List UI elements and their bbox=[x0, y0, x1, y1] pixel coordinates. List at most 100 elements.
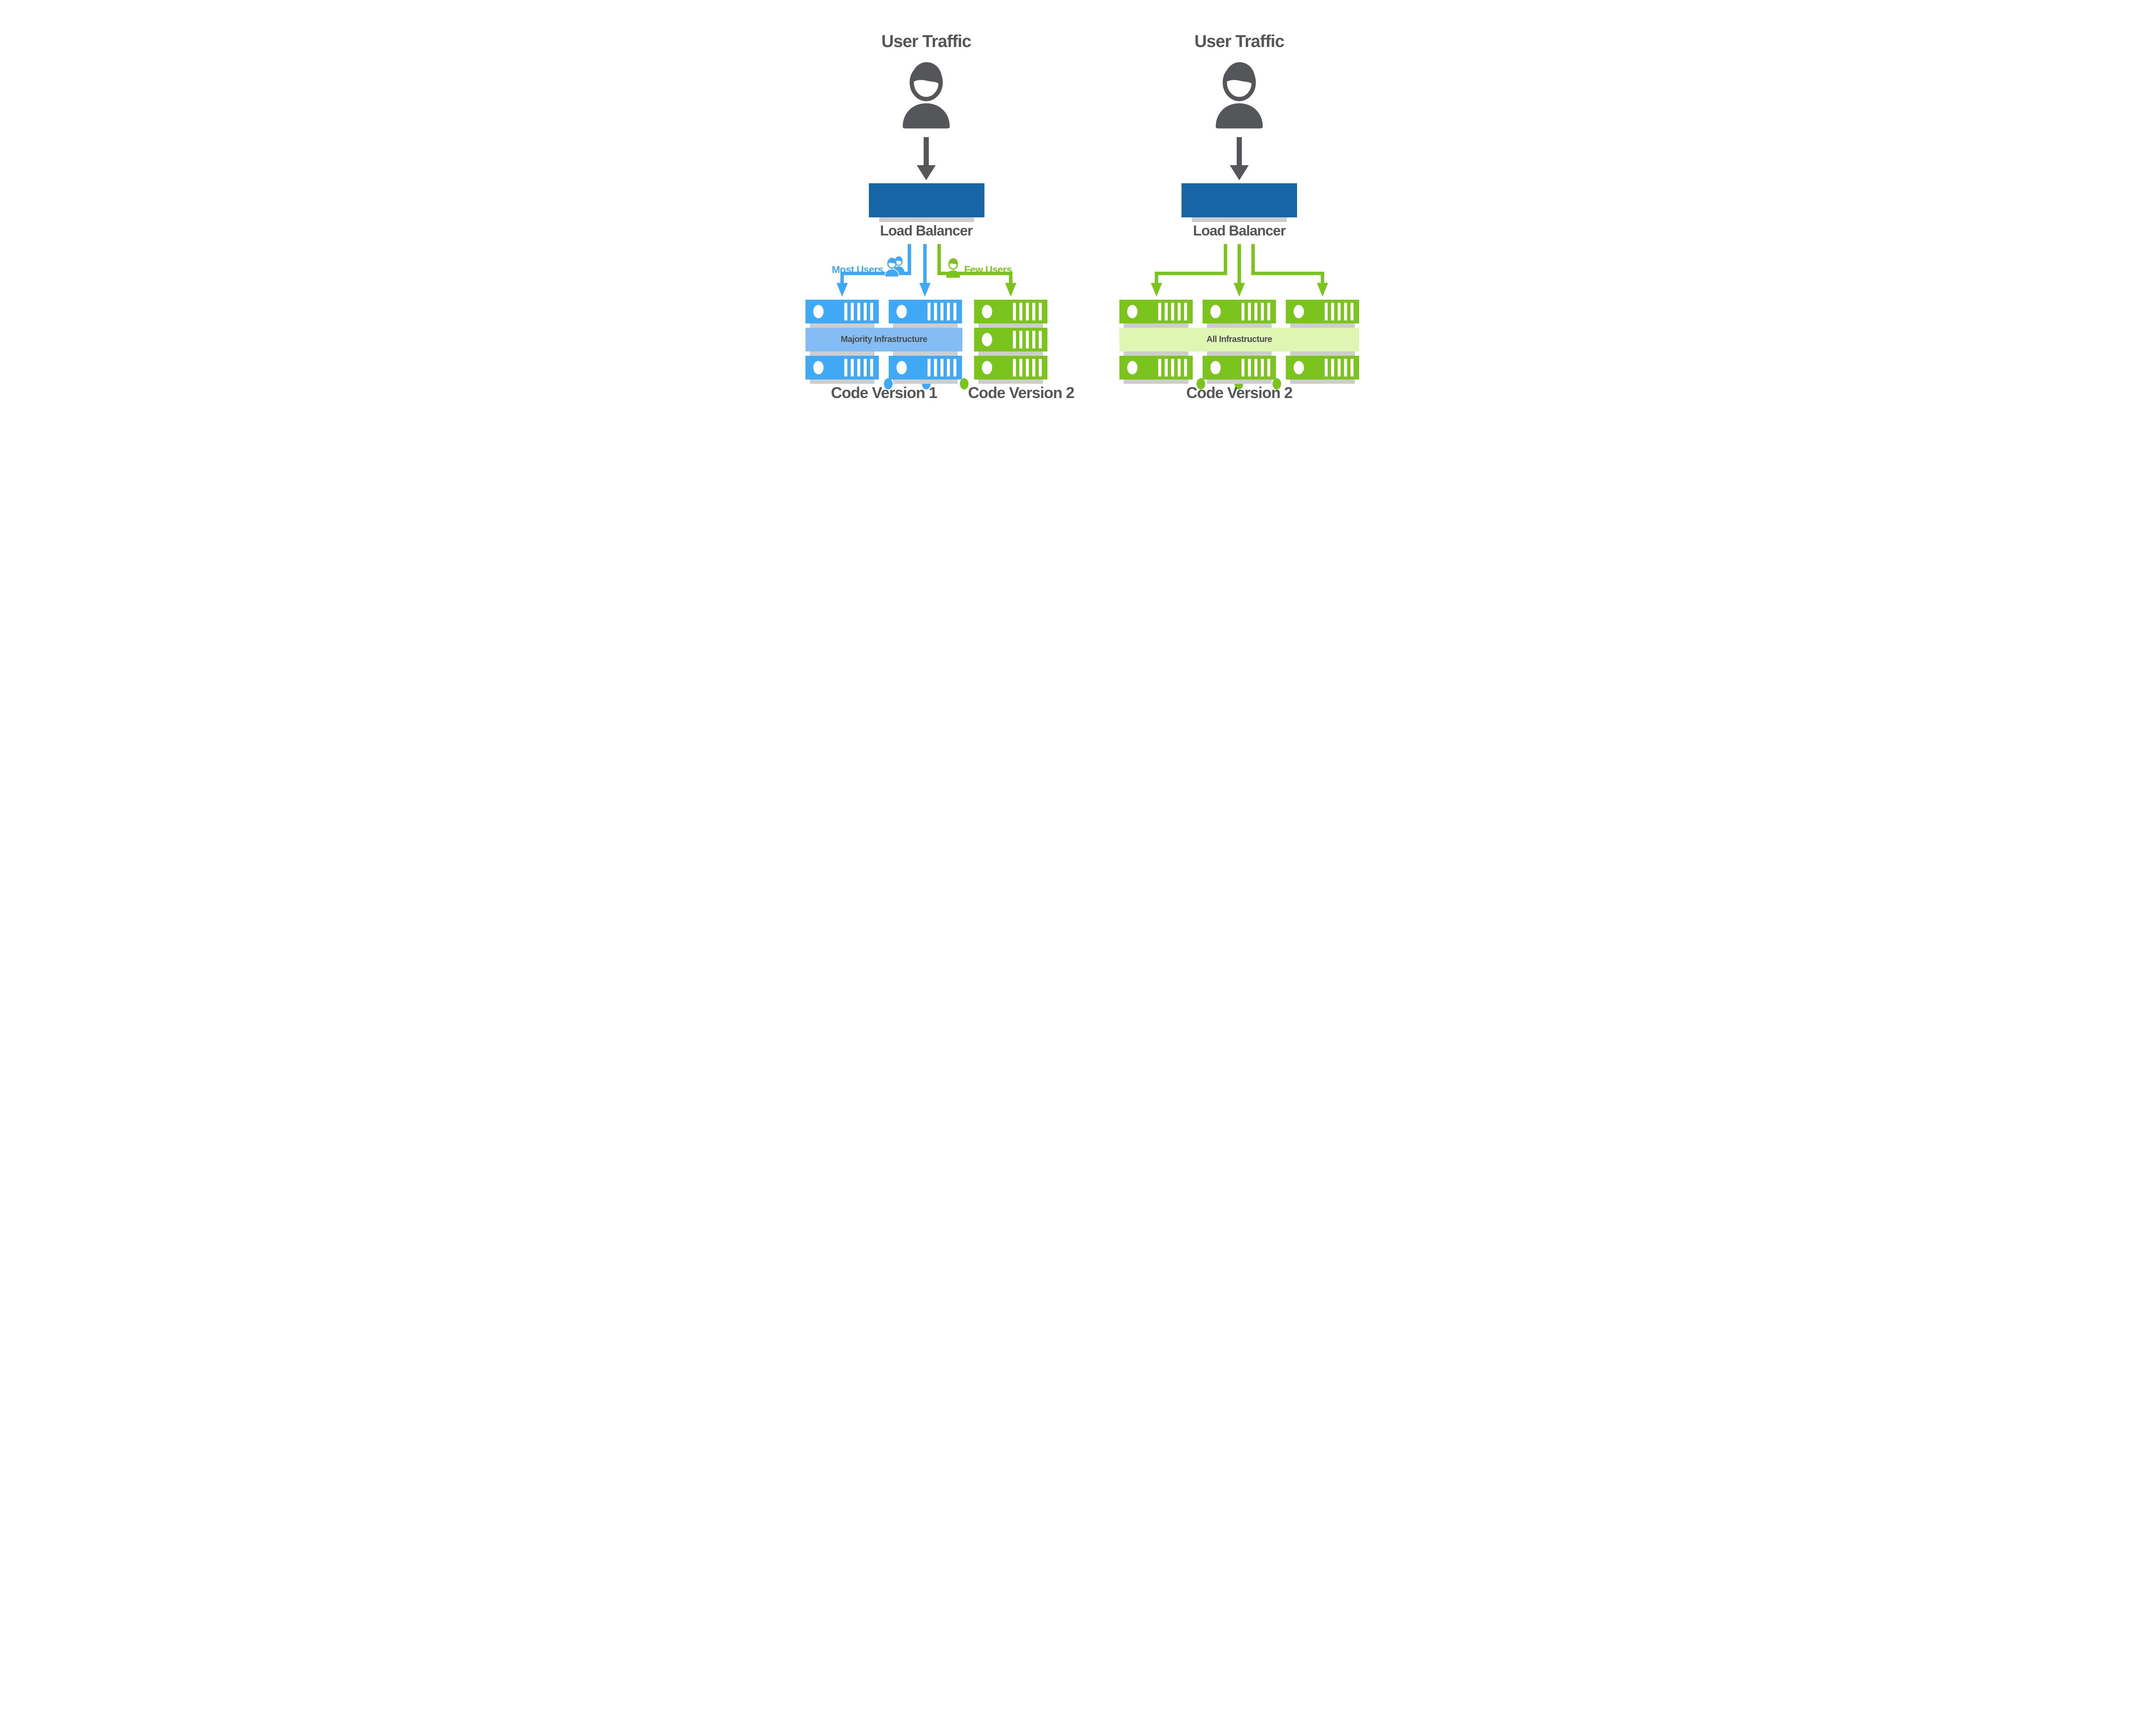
server-led-icon bbox=[896, 305, 907, 318]
load-balancer-label: Load Balancer bbox=[880, 223, 973, 238]
traffic-pipe bbox=[1251, 244, 1255, 275]
server-icon bbox=[974, 328, 1047, 351]
all-infrastructure-band: All Infrastructure bbox=[1119, 328, 1359, 351]
users-duo-icon bbox=[884, 256, 905, 277]
majority-infrastructure-label: Majority Infrastructure bbox=[840, 335, 928, 344]
load-balancer-shadow bbox=[1192, 217, 1287, 222]
server-shadow bbox=[1290, 323, 1355, 328]
code-version-2-label: Code Version 2 bbox=[1186, 384, 1293, 401]
server-vents-icon bbox=[1241, 359, 1271, 376]
user-icon bbox=[1213, 58, 1266, 129]
server-icon bbox=[1286, 300, 1359, 323]
traffic-pipe-few bbox=[1009, 275, 1012, 283]
server-shadow bbox=[1207, 380, 1272, 384]
server-shadow bbox=[978, 323, 1043, 328]
server-icon bbox=[1286, 356, 1359, 380]
traffic-pipe bbox=[1155, 275, 1158, 283]
server-shadow bbox=[810, 380, 874, 384]
user-traffic-title: User Traffic bbox=[881, 32, 971, 51]
server-vents-icon bbox=[1158, 359, 1188, 376]
arrowhead-icon bbox=[919, 283, 931, 297]
server-led-icon bbox=[813, 305, 824, 318]
server-vents-icon bbox=[928, 303, 957, 320]
server-icon bbox=[974, 300, 1047, 323]
server-shadow bbox=[1124, 380, 1188, 384]
server-shadow bbox=[893, 380, 958, 384]
down-arrow-head-icon bbox=[917, 165, 936, 180]
traffic-pipe-few bbox=[937, 244, 941, 275]
server-led-icon bbox=[982, 305, 992, 318]
traffic-pipe-most-2 bbox=[923, 244, 927, 283]
load-balancer-shadow bbox=[879, 217, 974, 222]
server-vents-icon bbox=[1158, 303, 1188, 320]
server-icon bbox=[1203, 356, 1276, 380]
arrowhead-icon bbox=[1005, 283, 1016, 297]
user-single-icon bbox=[946, 257, 961, 278]
server-vents-icon bbox=[1013, 331, 1042, 348]
server-shadow bbox=[1207, 323, 1272, 328]
server-led-icon bbox=[982, 361, 992, 374]
majority-infrastructure-band: Majority Infrastructure bbox=[805, 328, 962, 351]
server-vents-icon bbox=[844, 303, 874, 320]
arrowhead-icon bbox=[1317, 283, 1328, 297]
server-led-icon bbox=[813, 361, 824, 374]
server-shadow bbox=[810, 323, 874, 328]
traffic-pipe-most-1 bbox=[840, 275, 844, 283]
server-led-icon bbox=[1127, 305, 1138, 318]
most-users-label: Most Users bbox=[832, 264, 883, 275]
server-led-icon bbox=[1210, 305, 1221, 318]
arrowhead-icon bbox=[1234, 283, 1245, 297]
server-shadow bbox=[978, 351, 1043, 356]
traffic-pipe bbox=[1321, 275, 1324, 283]
server-vents-icon bbox=[1013, 303, 1042, 320]
band-shadow bbox=[1124, 351, 1188, 356]
canary-deployment-diagram: User Traffic Load Balancer Most Users bbox=[754, 0, 1402, 431]
server-icon bbox=[805, 356, 879, 380]
server-vents-icon bbox=[1325, 359, 1354, 376]
band-shadow bbox=[1290, 351, 1355, 356]
server-led-icon bbox=[982, 333, 992, 346]
server-icon bbox=[974, 356, 1047, 380]
server-vents-icon bbox=[1013, 359, 1042, 376]
traffic-pipe-most-1 bbox=[840, 272, 911, 275]
down-arrow-icon bbox=[1237, 137, 1242, 166]
server-icon bbox=[1203, 300, 1276, 323]
load-balancer-label: Load Balancer bbox=[1193, 223, 1286, 238]
code-version-2-label: Code Version 2 bbox=[968, 384, 1075, 401]
server-vents-icon bbox=[1325, 303, 1354, 320]
arrowhead-icon bbox=[1151, 283, 1162, 297]
server-vents-icon bbox=[844, 359, 874, 376]
server-icon bbox=[889, 356, 962, 380]
band-shadow bbox=[893, 351, 958, 356]
user-traffic-title: User Traffic bbox=[1194, 32, 1285, 51]
server-vents-icon bbox=[928, 359, 957, 376]
server-shadow bbox=[978, 380, 1043, 384]
server-shadow bbox=[893, 323, 958, 328]
traffic-pipe bbox=[1238, 244, 1241, 283]
traffic-pipe bbox=[1155, 272, 1227, 275]
load-balancer-box bbox=[1181, 183, 1297, 396]
server-led-icon bbox=[896, 361, 907, 374]
down-arrow-icon bbox=[924, 137, 929, 166]
arrowhead-icon bbox=[837, 283, 848, 297]
code-version-1-label: Code Version 1 bbox=[830, 384, 937, 401]
few-users-label: Few Users bbox=[964, 264, 1012, 275]
server-led-icon bbox=[1127, 361, 1138, 374]
band-shadow bbox=[1207, 351, 1272, 356]
traffic-pipe bbox=[1251, 272, 1324, 275]
server-shadow bbox=[1290, 380, 1355, 384]
user-icon bbox=[899, 58, 953, 129]
server-vents-icon bbox=[1241, 303, 1271, 320]
server-led-icon bbox=[1294, 305, 1304, 318]
band-shadow bbox=[810, 351, 874, 356]
server-led-icon bbox=[1294, 361, 1304, 374]
load-balancer-box bbox=[869, 183, 984, 396]
server-icon bbox=[1119, 300, 1193, 323]
server-icon bbox=[889, 300, 962, 323]
server-icon bbox=[1119, 356, 1193, 380]
traffic-pipe bbox=[1224, 244, 1227, 275]
traffic-pipe-most-1 bbox=[908, 244, 911, 275]
all-infrastructure-label: All Infrastructure bbox=[1206, 335, 1272, 344]
down-arrow-head-icon bbox=[1230, 165, 1249, 180]
server-icon bbox=[805, 300, 879, 323]
